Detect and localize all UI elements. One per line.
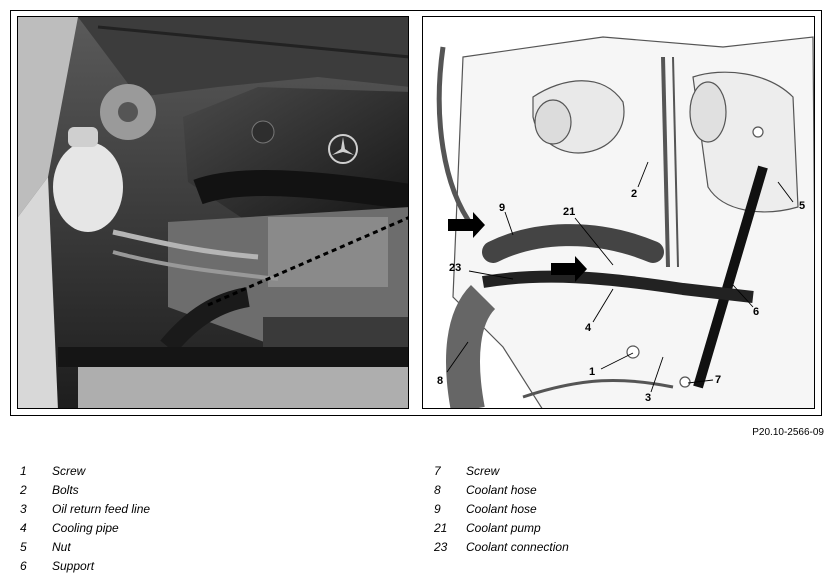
legend-number: 9 xyxy=(434,501,441,516)
legend-number: 21 xyxy=(434,520,448,535)
legend-number: 7 xyxy=(434,463,441,478)
callout-3: 3 xyxy=(645,392,651,404)
legend-number: 4 xyxy=(20,520,27,535)
callout-2: 2 xyxy=(631,188,637,200)
legend-item: 6 Support xyxy=(20,556,150,575)
legend-number: 1 xyxy=(20,463,27,478)
legend-label: Screw xyxy=(52,463,86,478)
legend-item: 3 Oil return feed line xyxy=(20,499,150,518)
legend-label: Coolant hose xyxy=(466,482,537,497)
legend-label: Coolant connection xyxy=(466,539,569,554)
legend-item: 8 Coolant hose xyxy=(434,480,569,499)
legend-label: Nut xyxy=(52,539,71,554)
legend-label: Coolant pump xyxy=(466,520,541,535)
legend-number: 6 xyxy=(20,558,27,573)
callout-7: 7 xyxy=(715,374,721,386)
legend-number: 8 xyxy=(434,482,441,497)
callout-21: 21 xyxy=(563,206,575,218)
callout-1: 1 xyxy=(589,366,595,378)
engine-bay-photo xyxy=(17,16,409,409)
legend-label: Bolts xyxy=(52,482,79,497)
callout-4: 4 xyxy=(585,322,592,334)
legend-item: 7 Screw xyxy=(434,461,569,480)
legend-item: 21 Coolant pump xyxy=(434,518,569,537)
legend-item: 4 Cooling pipe xyxy=(20,518,150,537)
legend-item: 1 Screw xyxy=(20,461,150,480)
callout-9: 9 xyxy=(499,202,505,214)
legend-item: 5 Nut xyxy=(20,537,150,556)
legend-item: 9 Coolant hose xyxy=(434,499,569,518)
legend-label: Cooling pipe xyxy=(52,520,119,535)
figure-reference: P20.10-2566-09 xyxy=(752,427,824,438)
legend-number: 3 xyxy=(20,501,27,516)
legend-label: Coolant hose xyxy=(466,501,537,516)
callout-5: 5 xyxy=(799,200,805,212)
legend-label: Support xyxy=(52,558,95,573)
legend-number: 23 xyxy=(434,539,448,554)
legend-label: Oil return feed line xyxy=(52,501,151,516)
legend-number: 5 xyxy=(20,539,27,554)
legend-number: 2 xyxy=(20,482,27,497)
callout-6: 6 xyxy=(753,306,759,318)
legend-item: 2 Bolts xyxy=(20,480,150,499)
callout-8: 8 xyxy=(437,375,443,387)
legend-left: 1 Screw 2 Bolts 3 Oil return feed line 4 Coo… xyxy=(20,461,150,575)
legend-label: Screw xyxy=(466,463,500,478)
legend-item: 23 Coolant connection xyxy=(434,537,569,556)
detail-drawing: 9 21 23 2 5 6 4 1 8 3 7 xyxy=(422,16,815,409)
callout-23: 23 xyxy=(449,262,461,274)
